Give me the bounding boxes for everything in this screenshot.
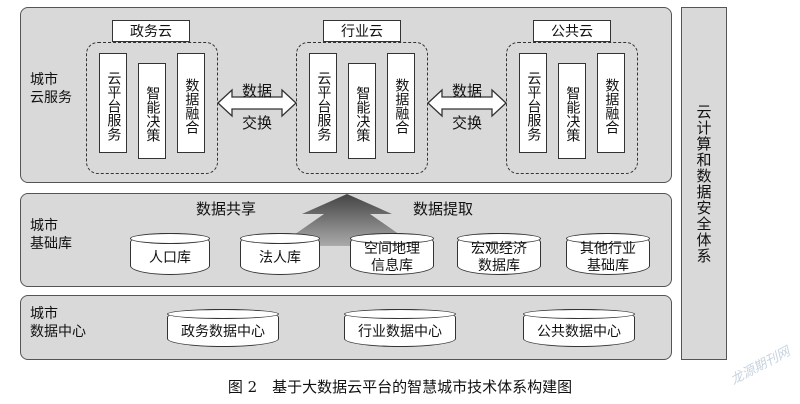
cloud-group-public	[506, 42, 638, 174]
exchange-left-top: 数据	[242, 82, 273, 100]
cloud-gov-col-decision: 智能决策	[138, 63, 166, 159]
cloud-group-industry	[296, 42, 428, 174]
data-center-label: 城市 数据中心	[30, 306, 86, 340]
db-other-industry: 其他行业 基础库	[566, 233, 650, 275]
cloud-public-col-platform: 云平台服务	[519, 53, 547, 153]
data-extract-label: 数据提取	[413, 200, 474, 218]
data-share-label: 数据共享	[196, 200, 257, 218]
cloud-industry-col-decision: 智能决策	[348, 63, 376, 159]
exchange-arrow-left	[217, 88, 297, 118]
exchange-right-bottom: 交换	[452, 114, 483, 132]
exchange-right-top: 数据	[452, 82, 483, 100]
dc-gov: 政务数据中心	[167, 309, 279, 347]
base-library-label: 城市 基础库	[30, 218, 72, 252]
cloud-industry-col-platform: 云平台服务	[309, 53, 337, 153]
cloud-gov-col-fusion: 数据融合	[177, 53, 205, 153]
cloud-title-industry: 行业云	[323, 20, 401, 42]
cloud-title-public: 公共云	[533, 20, 611, 42]
figure-caption: 图 2 基于大数据云平台的智慧城市技术体系构建图	[227, 378, 573, 396]
cloud-group-gov	[86, 42, 218, 174]
db-population: 人口库	[130, 233, 210, 275]
dc-public: 公共数据中心	[523, 309, 635, 347]
db-spatial-geo: 空间地理 信息库	[350, 233, 434, 275]
db-macro-economy: 宏观经济 数据库	[457, 233, 541, 275]
security-system-box: 云计算和数据安全体系	[681, 7, 727, 360]
cloud-public-col-decision: 智能决策	[558, 63, 586, 159]
cloud-industry-col-fusion: 数据融合	[387, 53, 415, 153]
dc-industry: 行业数据中心	[344, 309, 456, 347]
cloud-service-label: 城市 云服务	[30, 72, 72, 106]
cloud-gov-col-platform: 云平台服务	[99, 53, 127, 153]
exchange-left-bottom: 交换	[242, 114, 273, 132]
cloud-public-col-fusion: 数据融合	[597, 53, 625, 153]
security-system-label: 云计算和数据安全体系	[694, 103, 713, 264]
cloud-title-gov: 政务云	[112, 20, 190, 42]
db-legal-entity: 法人库	[240, 233, 320, 275]
exchange-arrow-right	[427, 88, 507, 118]
